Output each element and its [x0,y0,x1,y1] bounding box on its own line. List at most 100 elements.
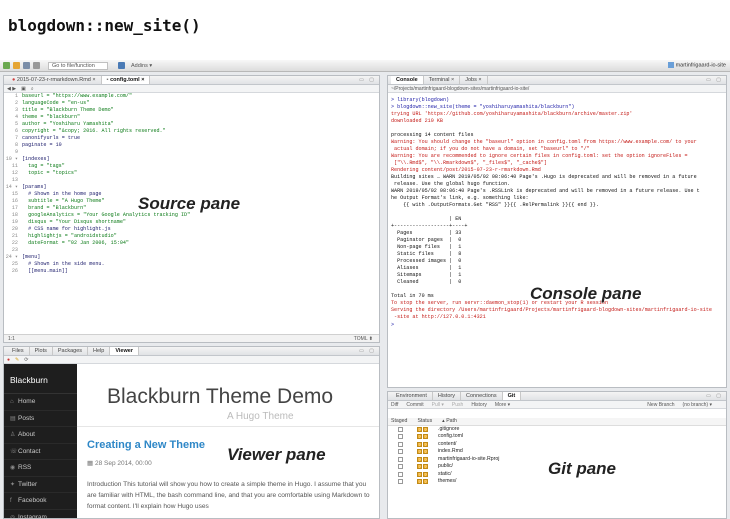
git-file-row[interactable]: ??static/ [388,471,726,479]
code-line[interactable]: 21 highlightjs = "androidstudio" [4,233,379,240]
code-line[interactable]: 10 ▾[indexes] [4,156,379,163]
stage-checkbox[interactable] [398,464,403,470]
blog-menu-item[interactable]: ▤Posts [4,411,77,427]
tab-environment[interactable]: Environment [391,392,433,400]
addins-menu[interactable]: Addins ▾ [131,62,153,69]
code-line[interactable]: 17 brand = "Blackburn" [4,205,379,212]
save-icon[interactable] [23,62,30,69]
stage-checkbox[interactable] [398,449,403,455]
code-line[interactable]: 26 [[menu.main]] [4,268,379,275]
stage-checkbox[interactable] [398,441,403,447]
post-title-link[interactable]: Creating a New Theme [87,439,205,451]
untracked-status-icon: ? [417,441,422,447]
code-line[interactable]: 22 dateFormat = "02 Jan 2006, 15:04" [4,240,379,247]
tab-plots[interactable]: Plots [30,347,53,355]
col-staged[interactable]: Staged [391,418,408,424]
open-file-icon[interactable] [13,62,20,69]
col-path[interactable]: ▴ Path [442,418,457,424]
tab-git[interactable]: Git [502,392,522,400]
refresh-icon[interactable]: ⟳ [24,356,29,363]
history-button[interactable]: History [471,401,487,408]
commit-button[interactable]: Commit [406,401,424,408]
tab-console[interactable]: Console [391,76,424,84]
stage-checkbox[interactable] [398,426,403,432]
diff-button[interactable]: Diff [391,401,399,408]
stage-checkbox[interactable] [398,479,403,485]
goto-file-input[interactable]: Go to file/function [48,61,108,70]
tab-viewer[interactable]: Viewer [110,347,139,355]
tab-rmd[interactable]: ● 2015-07-23-r-rmarkdown.Rmd × [7,76,102,84]
tab-jobs[interactable]: Jobs × [460,76,488,84]
blog-brand[interactable]: Blackburn [4,364,77,394]
code-line[interactable]: 25 # Shown in the side menu. [4,261,379,268]
branch-select[interactable]: (no branch) ▾ [682,401,712,408]
code-text: [[menu.main]] [22,268,68,275]
code-line[interactable]: 9 [4,149,379,156]
stage-checkbox[interactable] [398,456,403,462]
code-line[interactable]: 18 googleAnalytics = "Your Google Analyt… [4,212,379,219]
new-file-icon[interactable] [3,62,10,69]
blog-menu-item[interactable]: ◎Instagram [4,510,77,519]
save-doc-icon[interactable]: ▣ [21,85,26,92]
window-controls[interactable]: ▭ ▢ [359,77,376,83]
grid-icon[interactable] [118,62,125,69]
stage-checkbox[interactable] [398,471,403,477]
code-line[interactable]: 23 [4,247,379,254]
git-file-row[interactable]: ??martinfrigaard-io-site.Rproj [388,456,726,464]
code-line[interactable]: 19 disqus = "Your Disqus shortname" [4,219,379,226]
search-icon[interactable]: ⌕ [30,85,34,92]
broom-icon[interactable]: ✎ [15,356,20,363]
tab-help[interactable]: Help [88,347,111,355]
pull-button[interactable]: Pull ▾ [431,401,444,408]
blog-menu-item[interactable]: ◉RSS [4,460,77,477]
project-menu[interactable]: martinfrigaard-io-site [667,62,726,68]
git-file-row[interactable]: ??themes/ [388,478,726,486]
more-button[interactable]: More ▾ [494,401,511,408]
code-line[interactable]: 13 [4,177,379,184]
tab-history[interactable]: History [433,392,462,400]
tab-packages[interactable]: Packages [53,347,89,355]
window-controls[interactable]: ▭ ▢ [359,348,376,354]
push-button[interactable]: Push [451,401,464,408]
code-line[interactable]: 11 tag = "tags" [4,163,379,170]
back-icon[interactable]: ◀ ▶ [7,85,17,92]
stop-icon[interactable]: ● [7,356,11,363]
blog-menu-item[interactable]: ☏Contact [4,444,77,460]
blog-menu-item[interactable]: ✦Twitter [4,477,77,493]
print-icon[interactable] [33,62,40,69]
tab-config[interactable]: ▪ config.toml × [101,76,151,84]
col-status[interactable]: Status [417,418,433,424]
blog-menu-item[interactable]: ⌂Home [4,394,77,411]
git-file-row[interactable]: ??.gitignore [388,426,726,434]
window-controls[interactable]: ▭ ▢ [706,77,723,83]
code-line[interactable]: 12 topic = "topics" [4,170,379,177]
git-file-row[interactable]: ??public/ [388,463,726,471]
tab-connections[interactable]: Connections [461,392,503,400]
code-line[interactable]: 15 # Shown in the home page [4,191,379,198]
code-line[interactable]: 16 subtitle = "A Hugo Theme" [4,198,379,205]
blog-menu-item[interactable]: ♙About [4,427,77,444]
new-branch-button[interactable]: New Branch [647,401,675,408]
code-line[interactable]: 24 ▾[menu] [4,254,379,261]
console-output[interactable]: > library(blogdown)> blogdown::new_site(… [391,97,723,329]
code-line[interactable]: 20 # CSS name for highlight.js [4,226,379,233]
file-type-select[interactable]: TOML ⬍ [353,336,373,342]
git-file-row[interactable]: ??config.toml [388,433,726,441]
code-line[interactable]: 14 ▾[params] [4,184,379,191]
stage-checkbox[interactable] [398,434,403,440]
git-file-row[interactable]: ??content/ [388,441,726,449]
tab-files[interactable]: Files [7,347,30,355]
tab-terminal[interactable]: Terminal × [424,76,461,84]
git-file-row[interactable]: ??index.Rmd [388,448,726,456]
window-controls[interactable]: ▭ ▢ [706,393,723,399]
